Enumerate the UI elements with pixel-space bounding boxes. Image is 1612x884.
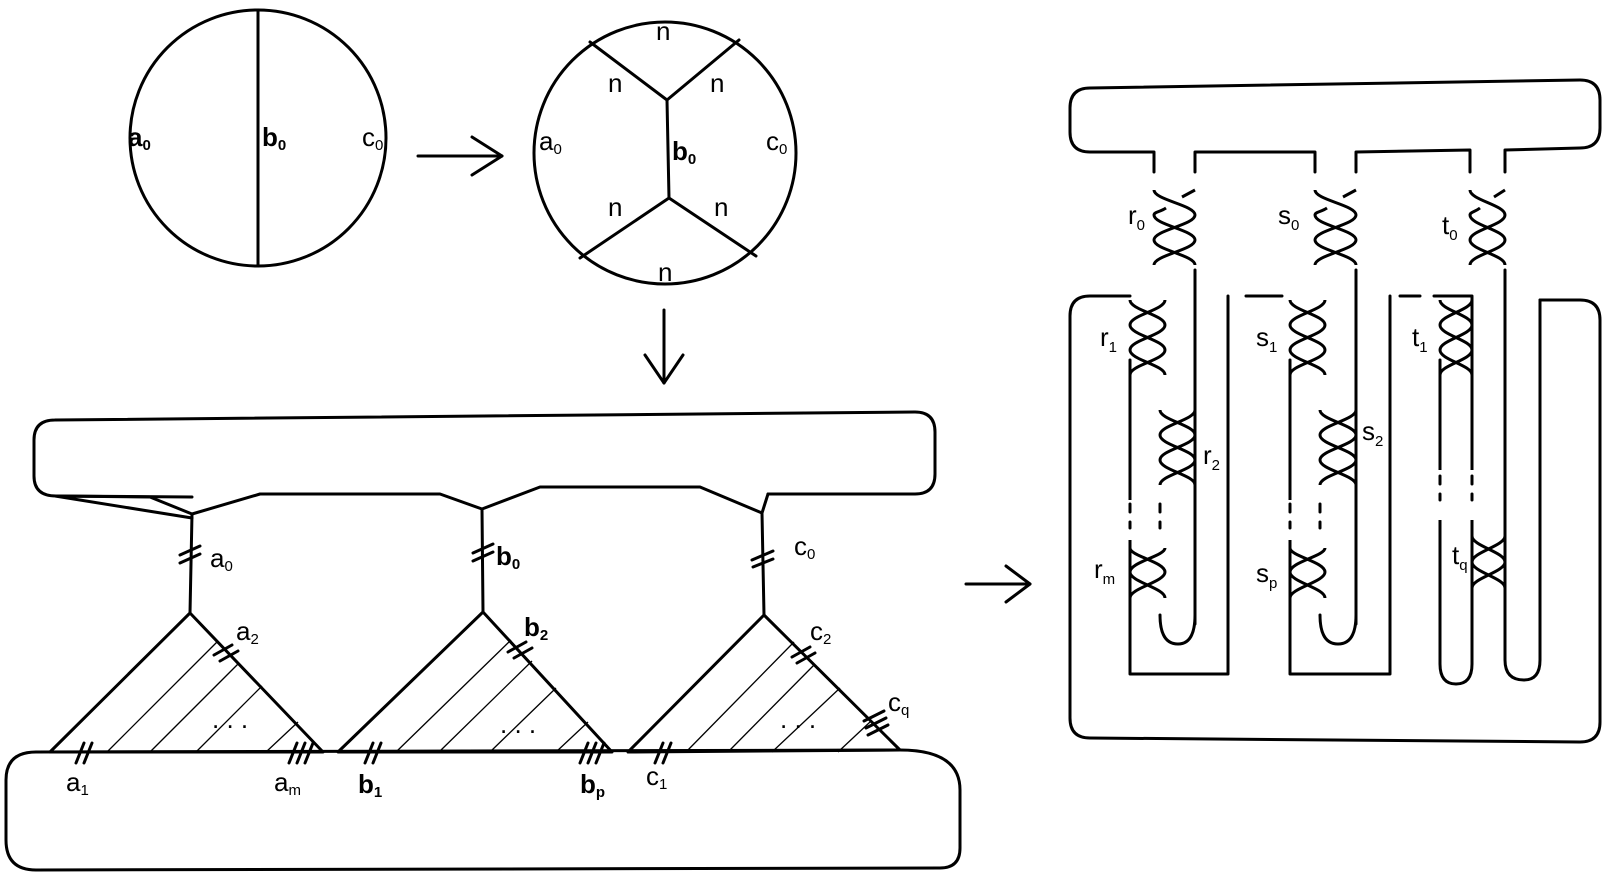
label-c0: c0 — [766, 126, 787, 158]
bottom-y-edges — [578, 196, 758, 260]
triangle-c — [626, 613, 902, 754]
triangle-a — [48, 611, 325, 754]
circle-outline — [532, 20, 798, 286]
knot-top-band — [1068, 78, 1602, 174]
arrow-down — [643, 308, 685, 385]
dots-c: . . . — [780, 704, 816, 734]
label-c1: c1 — [646, 761, 667, 793]
theta-graph-circle: a0 b0 c0 — [128, 8, 388, 268]
label-r1: r1 — [1100, 322, 1117, 356]
arrow-right-1 — [416, 135, 504, 177]
label-c0: c0 — [362, 122, 383, 154]
stem-a — [188, 512, 194, 615]
label-b0: b0 — [262, 122, 286, 154]
label-n-top: n — [656, 16, 670, 46]
label-a0: a0 — [539, 126, 562, 158]
handlebody-diagram: a0 b0 c0 a2 b2 c2 cq . . . . . . . . . a… — [4, 410, 962, 872]
label-t1: t1 — [1412, 322, 1428, 356]
arrow-right-2 — [964, 564, 1032, 604]
hatching — [106, 639, 871, 753]
label-a1: a1 — [66, 767, 89, 799]
label-n-bottom: n — [658, 257, 672, 287]
label-c2: c2 — [810, 616, 831, 648]
dashed-breaks — [1124, 470, 1478, 540]
label-tq: tq — [1452, 540, 1468, 574]
label-n-upper-right: n — [710, 68, 724, 98]
label-n-lower-right: n — [714, 192, 728, 222]
knot-figure: r0 s0 t0 r1 s1 t1 r2 s2 rm sp tq — [1068, 78, 1602, 744]
label-s2: s2 — [1362, 416, 1383, 450]
label-bp: bp — [580, 769, 605, 801]
label-a0: a0 — [128, 122, 151, 154]
label-n-lower-left: n — [608, 192, 622, 222]
stem-b — [480, 507, 485, 614]
middle-edge — [665, 98, 671, 200]
label-r0: r0 — [1128, 200, 1145, 234]
subdivided-circle: n n n n n n a0 b0 c0 — [532, 16, 798, 287]
label-b0: b0 — [496, 541, 520, 573]
label-b0: b0 — [672, 136, 696, 168]
label-sp: sp — [1256, 558, 1277, 592]
label-s1: s1 — [1256, 322, 1277, 356]
label-rm: rm — [1094, 554, 1115, 588]
label-t0: t0 — [1442, 210, 1458, 244]
label-b1: b1 — [358, 769, 382, 801]
top-band-bottom — [54, 485, 770, 516]
triangle-b — [336, 610, 614, 754]
label-a0: a0 — [210, 543, 233, 575]
label-c0: c0 — [794, 531, 815, 563]
tick-marks — [74, 542, 890, 765]
twist-regions — [1128, 188, 1507, 599]
label-r2: r2 — [1203, 440, 1220, 474]
label-s0: s0 — [1278, 200, 1299, 234]
knot-outer-loop — [1068, 294, 1602, 744]
dots-a: . . . — [212, 704, 248, 734]
label-n-upper-left: n — [608, 68, 622, 98]
knot-strands — [1128, 268, 1542, 686]
top-band — [32, 410, 937, 520]
label-a2: a2 — [236, 616, 259, 648]
label-cq: cq — [888, 687, 909, 719]
label-am: am — [274, 767, 301, 799]
bottom-band — [4, 748, 962, 872]
label-b2: b2 — [524, 612, 548, 644]
dots-b: . . . — [500, 709, 536, 739]
